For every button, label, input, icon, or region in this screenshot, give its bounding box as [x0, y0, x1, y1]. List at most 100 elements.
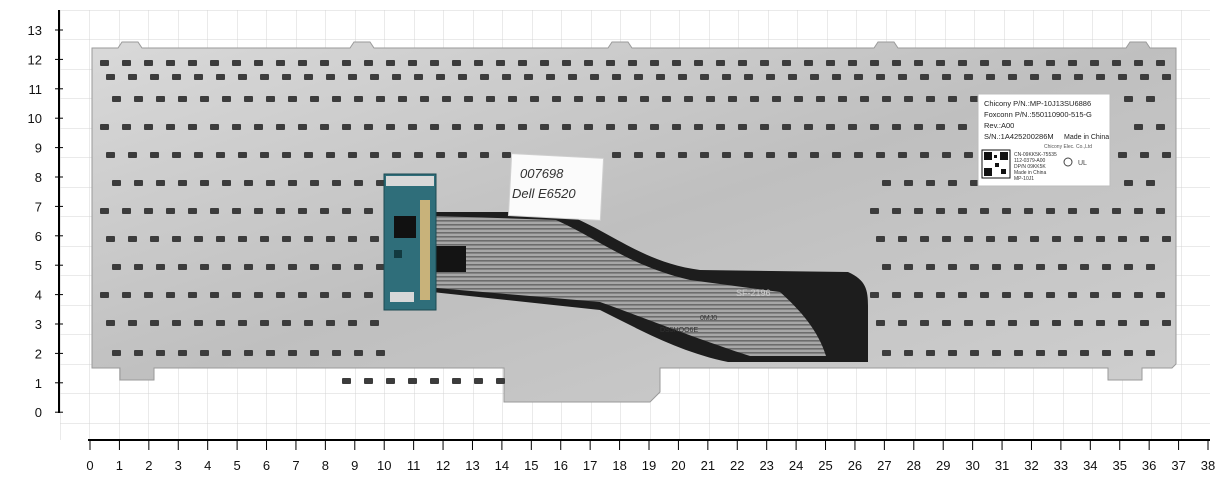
- key-slot: [744, 152, 753, 158]
- y-label: 6: [35, 229, 42, 244]
- key-slot: [172, 152, 181, 158]
- key-slot: [210, 124, 219, 130]
- y-label: 1: [35, 376, 42, 391]
- x-label: 19: [642, 458, 656, 473]
- key-slot: [1074, 320, 1083, 326]
- key-slot: [1156, 208, 1165, 214]
- key-slot: [194, 152, 203, 158]
- chicony-pn: Chicony P/N.:MP-10J13SU6886: [984, 99, 1091, 108]
- key-slot: [172, 236, 181, 242]
- key-slot: [1156, 124, 1165, 130]
- key-slot: [876, 236, 885, 242]
- key-slot: [936, 124, 945, 130]
- serial-number: S/N.:1A425200286M: [984, 132, 1054, 141]
- key-slot: [156, 180, 165, 186]
- key-slot: [430, 60, 439, 66]
- key-slot: [1146, 264, 1155, 270]
- ribbon-cable: SF-2196 0MJ0 DS5HOO6E: [426, 212, 868, 362]
- key-slot: [178, 350, 187, 356]
- key-slot: [1096, 236, 1105, 242]
- key-slot: [1080, 264, 1089, 270]
- key-slot: [914, 292, 923, 298]
- y-label: 13: [28, 23, 42, 38]
- key-slot: [1124, 180, 1133, 186]
- key-slot: [288, 264, 297, 270]
- revision: Rev.:A00: [984, 121, 1014, 130]
- key-slot: [1162, 74, 1171, 80]
- key-slot: [376, 264, 385, 270]
- key-slot: [188, 60, 197, 66]
- key-slot: [128, 320, 137, 326]
- key-slot: [1096, 74, 1105, 80]
- key-slot: [276, 124, 285, 130]
- x-label: 31: [995, 458, 1009, 473]
- key-slot: [1102, 264, 1111, 270]
- key-slot: [100, 124, 109, 130]
- key-slot: [298, 292, 307, 298]
- key-slot: [304, 74, 313, 80]
- key-slot: [364, 208, 373, 214]
- key-slot: [700, 74, 709, 80]
- key-slot: [898, 152, 907, 158]
- key-slot: [524, 74, 533, 80]
- y-label: 9: [35, 141, 42, 156]
- key-slot: [1124, 350, 1133, 356]
- key-slot: [882, 180, 891, 186]
- key-slot: [870, 208, 879, 214]
- key-slot: [134, 264, 143, 270]
- made-in-china: Made in China: [1064, 134, 1109, 141]
- key-slot: [716, 60, 725, 66]
- key-slot: [436, 152, 445, 158]
- key-slot: [612, 152, 621, 158]
- key-slot: [892, 124, 901, 130]
- key-slot: [1024, 208, 1033, 214]
- x-label: 17: [583, 458, 597, 473]
- key-slot: [166, 124, 175, 130]
- key-slot: [210, 292, 219, 298]
- key-slot: [370, 152, 379, 158]
- key-slot: [156, 264, 165, 270]
- key-slot: [1090, 208, 1099, 214]
- key-slot: [282, 152, 291, 158]
- key-slot: [870, 60, 879, 66]
- key-slot: [634, 152, 643, 158]
- key-slot: [936, 292, 945, 298]
- key-slot: [408, 124, 417, 130]
- key-slot: [244, 180, 253, 186]
- key-slot: [112, 264, 121, 270]
- cable-label-code: 0MJ0: [700, 315, 717, 322]
- key-slot: [194, 74, 203, 80]
- key-slot: [276, 208, 285, 214]
- key-slot: [200, 180, 209, 186]
- key-slot: [1014, 350, 1023, 356]
- x-label: 4: [204, 458, 211, 473]
- key-slot: [1052, 320, 1061, 326]
- key-slot: [914, 124, 923, 130]
- key-slot: [640, 96, 649, 102]
- key-slot: [216, 152, 225, 158]
- key-slot: [496, 60, 505, 66]
- x-label: 37: [1171, 458, 1185, 473]
- key-slot: [986, 74, 995, 80]
- key-slot: [970, 264, 979, 270]
- key-slot: [128, 152, 137, 158]
- key-slot: [1036, 264, 1045, 270]
- key-slot: [876, 320, 885, 326]
- key-slot: [552, 96, 561, 102]
- y-label: 4: [35, 288, 42, 303]
- key-slot: [134, 96, 143, 102]
- key-slot: [266, 264, 275, 270]
- x-label: 29: [936, 458, 950, 473]
- key-slot: [970, 180, 979, 186]
- key-slot: [260, 152, 269, 158]
- key-slot: [128, 74, 137, 80]
- key-slot: [518, 60, 527, 66]
- key-slot: [320, 124, 329, 130]
- key-slot: [942, 74, 951, 80]
- key-slot: [722, 74, 731, 80]
- x-label: 11: [407, 458, 421, 473]
- key-slot: [348, 74, 357, 80]
- key-slot: [1080, 350, 1089, 356]
- key-slot: [408, 378, 417, 384]
